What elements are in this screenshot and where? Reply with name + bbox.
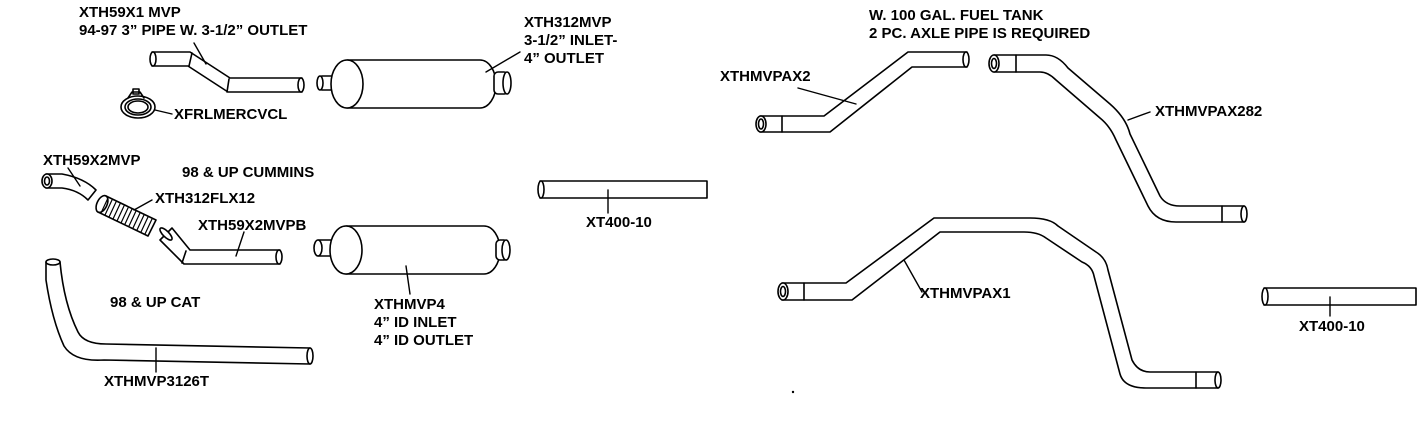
label-xth312flx12: XTH312FLX12 (155, 190, 256, 207)
leader-xthmvpax282 (1127, 111, 1151, 121)
label-xth312mvp-part: XTH312MVP (524, 14, 612, 31)
label-xthmvp4-part: XTHMVP4 (374, 296, 445, 313)
leader-xfrlmercvcl (154, 109, 173, 115)
leader-xth59x2mvpb (235, 231, 245, 257)
label-xth312mvp: XTH312MVP 3-1/2” INLET- 4” OUTLET (524, 14, 617, 68)
label-xfrlmercvcl: XFRLMERCVCL (174, 106, 288, 123)
label-xth59x2mvp: XTH59X2MVP (43, 152, 141, 169)
label-xth59x1-desc: 94-97 3” PIPE W. 3-1/2” OUTLET (79, 22, 308, 39)
label-cummins: 98 & UP CUMMINS (182, 164, 315, 181)
label-fuel-tank-note: W. 100 GAL. FUEL TANK 2 PC. AXLE PIPE IS… (869, 7, 1090, 43)
clamp-xfrlmercvcl (120, 88, 156, 119)
label-xthmvpax282: XTHMVPAX282 (1155, 103, 1263, 120)
label-cat: 98 & UP CAT (110, 294, 201, 311)
leader-xth59x2mvp (67, 167, 81, 187)
pipe-xt400-left (537, 180, 708, 199)
elbow-xth59x2mvp (41, 173, 97, 201)
label-xth59x2mvpb: XTH59X2MVPB (198, 217, 307, 234)
pipe-xth59x1 (149, 51, 305, 93)
pipe-xt400-right (1261, 287, 1417, 306)
muffler-xthmvp4 (313, 225, 511, 275)
flex-pipe-xth312flx12 (95, 194, 157, 237)
leader-lines (67, 42, 1331, 373)
pipe-xthmvpax282 (988, 54, 1248, 223)
pipe-xth59x2mvpb (159, 227, 283, 265)
label-fuel-tank-line2: 2 PC. AXLE PIPE IS REQUIRED (869, 25, 1091, 42)
leader-xth312flx12 (133, 199, 153, 211)
leader-xthmvpax1 (903, 259, 923, 293)
label-xthmvp3126t: XTHMVP3126T (104, 373, 210, 390)
label-xth59x1: XTH59X1 MVP 94-97 3” PIPE W. 3-1/2” OUTL… (79, 4, 307, 40)
label-xth312mvp-outlet: 4” OUTLET (524, 50, 605, 67)
label-xt400-right: XT400-10 (1299, 318, 1365, 335)
pipe-xthmvpax2 (755, 51, 970, 133)
label-xt400-left: XT400-10 (586, 214, 652, 231)
label-fuel-tank-line1: W. 100 GAL. FUEL TANK (869, 7, 1044, 24)
label-xth59x1-part: XTH59X1 MVP (79, 4, 181, 21)
leader-xthmvp4 (405, 265, 411, 295)
label-xthmvp4-inlet: 4” ID INLET (374, 314, 457, 331)
pipe-xthmvp3126t (45, 258, 314, 365)
leader-xth59x1 (193, 42, 207, 65)
label-xthmvp4: XTHMVP4 4” ID INLET 4” ID OUTLET (374, 296, 473, 350)
label-xth312mvp-inlet: 3-1/2” INLET- (524, 32, 618, 49)
pipe-xthmvpax1 (777, 217, 1222, 389)
stray-dot (791, 390, 795, 394)
leader-xth312mvp (485, 51, 521, 73)
muffler-xth312mvp (316, 59, 512, 109)
leader-xthmvpax2 (797, 87, 857, 105)
label-xthmvpax2: XTHMVPAX2 (720, 68, 811, 85)
label-xthmvp4-outlet: 4” ID OUTLET (374, 332, 474, 349)
label-xthmvpax1: XTHMVPAX1 (920, 285, 1011, 302)
